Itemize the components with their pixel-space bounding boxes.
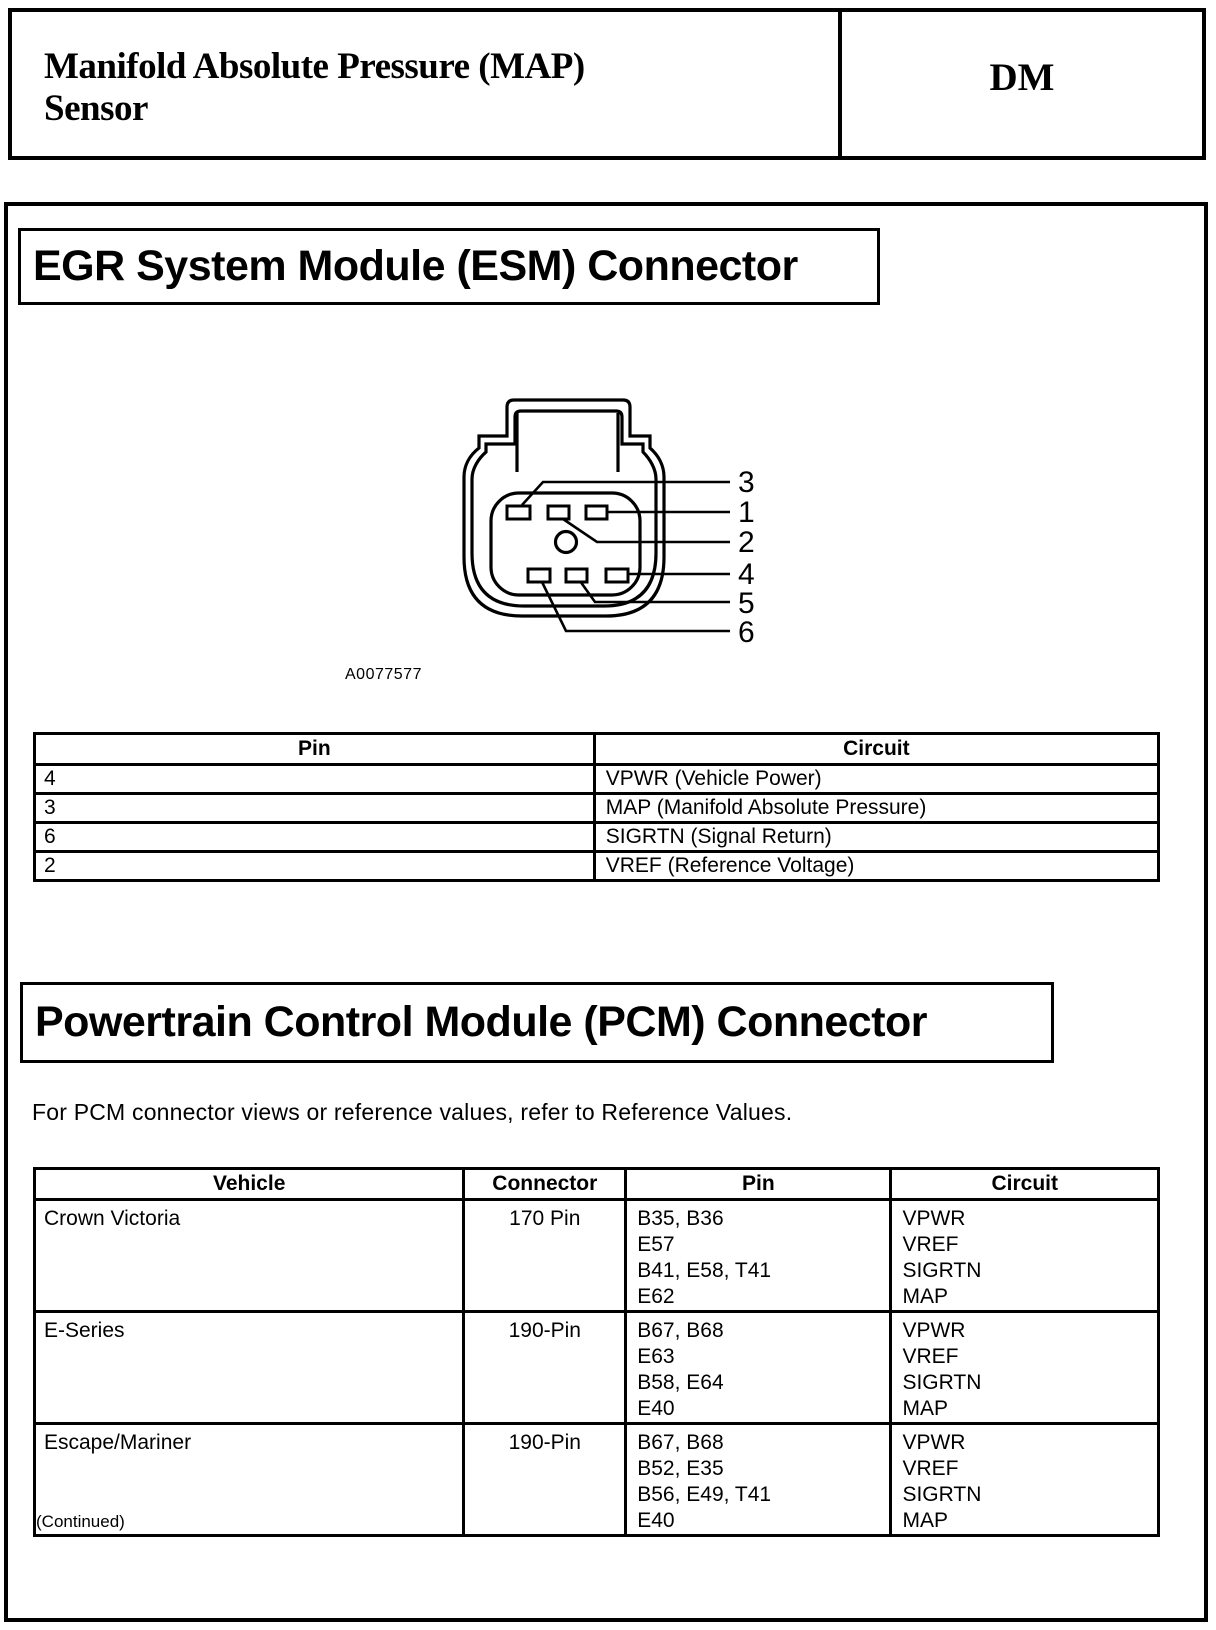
column-header-circuit: Circuit — [889, 1167, 1160, 1201]
table-header-row: Pin Circuit — [33, 732, 1161, 766]
pin-line: E63 — [637, 1345, 675, 1368]
circuit-line: SIGRTN — [902, 1483, 982, 1506]
table-header-row: Vehicle Connector Pin Circuit — [32, 1167, 1160, 1201]
column-header-vehicle: Vehicle — [32, 1167, 466, 1201]
circuit-cell: SIGRTN (Signal Return) — [592, 821, 1161, 853]
circuit-line: MAP — [902, 1509, 948, 1532]
circuit-cell: VREF (Reference Voltage) — [592, 850, 1161, 882]
circuit-line: VPWR — [902, 1319, 966, 1342]
table-row: E-Series 190-Pin B67, B68 E63 B58, E64 E… — [32, 1310, 1160, 1425]
page-header-table: Manifold Absolute Pressure (MAP) Sensor … — [8, 8, 1206, 160]
pin-terminal-5 — [564, 567, 589, 584]
pin-number-label: 2 — [738, 526, 755, 559]
pin-line: E40 — [637, 1509, 675, 1532]
pin-line: E40 — [637, 1397, 675, 1420]
pcm-heading-title: Powertrain Control Module (PCM) Connecto… — [35, 998, 928, 1046]
callout-line-5 — [578, 580, 730, 604]
circuit-line: SIGRTN — [902, 1259, 982, 1282]
circuit-line: VREF — [902, 1457, 959, 1480]
pin-terminal-2 — [546, 504, 571, 521]
esm-connector-diagram: 3 1 2 4 5 6 — [330, 385, 770, 675]
pin-line: B67, B68 — [637, 1319, 724, 1342]
vehicle-cell: E-Series — [32, 1310, 466, 1425]
pin-number-label: 3 — [738, 466, 755, 499]
esm-pin-table: Pin Circuit 4 VPWR (Vehicle Power) 3 MAP… — [33, 732, 1161, 882]
pin-number-label: 6 — [738, 616, 755, 649]
circuit-line: MAP — [902, 1285, 948, 1308]
circuit-line: VREF — [902, 1233, 959, 1256]
callout-line-2 — [562, 517, 730, 544]
circuit-cell: VPWR VREF SIGRTN MAP — [889, 1310, 1160, 1425]
pin-cell: 4 — [33, 763, 596, 795]
circuit-cell: VPWR VREF SIGRTN MAP — [889, 1198, 1160, 1313]
continued-note: (Continued) — [36, 1512, 125, 1531]
connector-cell: 190-Pin — [462, 1310, 628, 1425]
column-header-connector: Connector — [462, 1167, 628, 1201]
connector-body-inner-outline — [470, 409, 658, 608]
pin-cell: B67, B68 E63 B58, E64 E40 — [624, 1310, 893, 1425]
connector-cavity — [489, 491, 642, 597]
column-header-circuit: Circuit — [592, 732, 1161, 766]
circuit-line: VREF — [902, 1345, 959, 1368]
vehicle-cell: Crown Victoria — [32, 1198, 466, 1313]
pin-line: B41, E58, T41 — [637, 1259, 772, 1282]
pin-number-label: 1 — [738, 496, 755, 529]
figure-id-label: A0077577 — [345, 666, 422, 683]
circuit-cell: VPWR VREF SIGRTN MAP — [889, 1422, 1160, 1537]
callout-line-3 — [521, 480, 730, 506]
column-header-pin: Pin — [33, 732, 596, 766]
column-header-pin: Pin — [624, 1167, 893, 1201]
keyway-hole — [553, 529, 579, 555]
connector-body-outer-outline — [462, 398, 666, 618]
pin-line: E62 — [637, 1285, 675, 1308]
esm-heading-box: EGR System Module (ESM) Connector — [18, 228, 880, 305]
pin-cell: B67, B68 B52, E35 B56, E49, T41 E40 — [624, 1422, 893, 1537]
pin-line: B58, E64 — [637, 1371, 724, 1394]
table-row: Escape/Mariner 190-Pin B67, B68 B52, E35… — [32, 1422, 1160, 1537]
table-row: 4 VPWR (Vehicle Power) — [33, 763, 1161, 795]
table-row: 2 VREF (Reference Voltage) — [33, 850, 1161, 882]
circuit-line: SIGRTN — [902, 1371, 982, 1394]
circuit-line: MAP — [902, 1397, 948, 1420]
pin-line: B35, B36 — [637, 1207, 724, 1230]
callout-line-6 — [540, 581, 730, 633]
circuit-cell: MAP (Manifold Absolute Pressure) — [592, 792, 1161, 824]
table-row: 3 MAP (Manifold Absolute Pressure) — [33, 792, 1161, 824]
pin-line: B56, E49, T41 — [637, 1483, 772, 1506]
pin-number-label: 4 — [738, 558, 755, 591]
page-title-cell: Manifold Absolute Pressure (MAP) Sensor — [12, 12, 838, 156]
circuit-cell: VPWR (Vehicle Power) — [592, 763, 1161, 795]
connector-diagram-svg: 3 1 2 4 5 6 — [462, 398, 755, 649]
pin-number-label: 5 — [738, 587, 755, 620]
pin-terminal-3 — [505, 504, 532, 521]
pin-cell: B35, B36 E57 B41, E58, T41 E62 — [624, 1198, 893, 1313]
vehicle-cell: Escape/Mariner — [32, 1422, 466, 1537]
table-row: 6 SIGRTN (Signal Return) — [33, 821, 1161, 853]
pcm-intro-text: For PCM connector views or reference val… — [32, 1099, 793, 1125]
section-code: DM — [989, 55, 1055, 99]
circuit-line: VPWR — [902, 1431, 966, 1454]
pin-line: B52, E35 — [637, 1457, 724, 1480]
pcm-heading-box: Powertrain Control Module (PCM) Connecto… — [20, 982, 1054, 1063]
page-title: Manifold Absolute Pressure (MAP) Sensor — [44, 46, 585, 129]
esm-heading-title: EGR System Module (ESM) Connector — [33, 242, 798, 290]
pin-terminal-6 — [526, 567, 552, 584]
pin-line: B67, B68 — [637, 1431, 724, 1454]
circuit-line: VPWR — [902, 1207, 966, 1230]
connector-cell: 170 Pin — [462, 1198, 628, 1313]
pcm-vehicle-table: Vehicle Connector Pin Circuit Crown Vict… — [32, 1167, 1160, 1537]
pin-cell: 3 — [33, 792, 596, 824]
pin-line: E57 — [637, 1233, 675, 1256]
pin-terminal-4 — [604, 567, 630, 584]
connector-cell: 190-Pin — [462, 1422, 628, 1537]
pin-cell: 2 — [33, 850, 596, 882]
pin-terminal-1 — [584, 504, 609, 521]
table-row: Crown Victoria 170 Pin B35, B36 E57 B41,… — [32, 1198, 1160, 1313]
main-content-box: EGR System Module (ESM) Connector — [4, 202, 1208, 1622]
section-code-cell: DM — [838, 12, 1202, 156]
pin-cell: 6 — [33, 821, 596, 853]
